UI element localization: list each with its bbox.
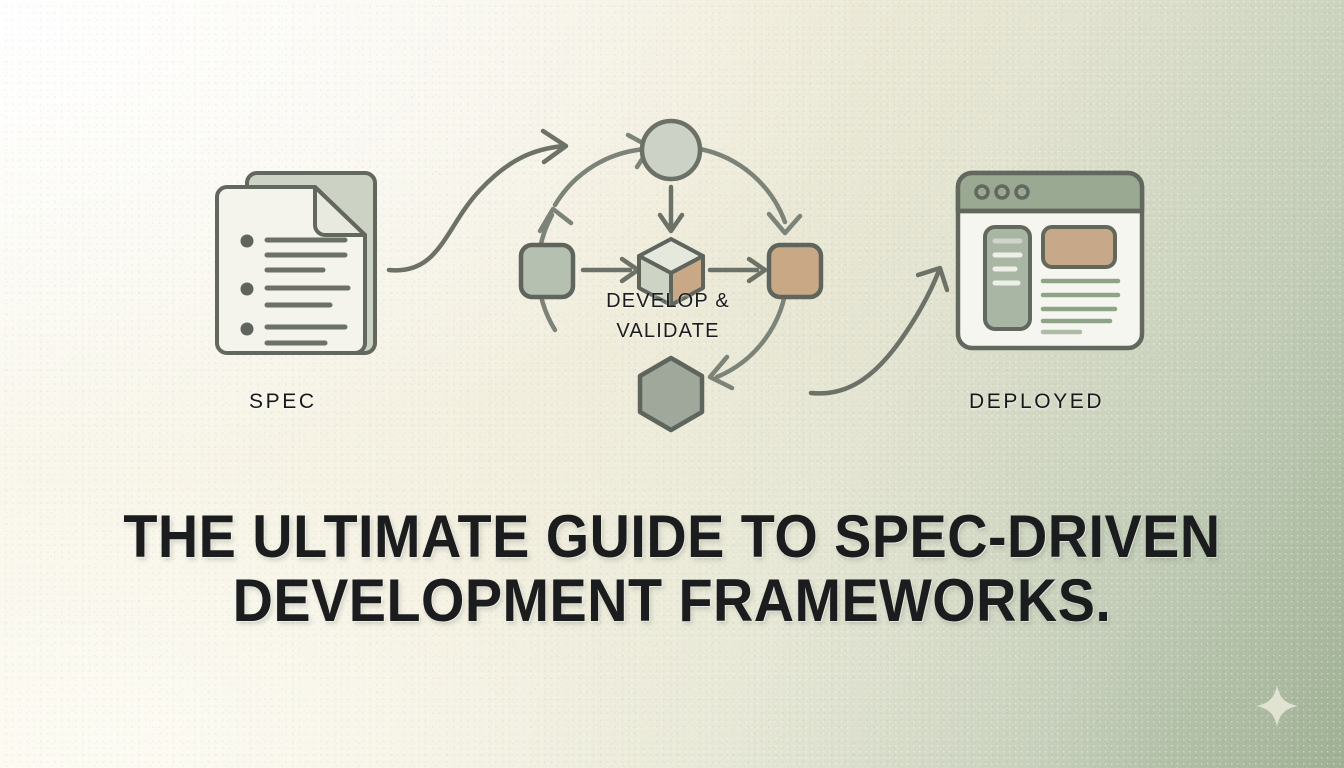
document-stack-icon [215, 171, 377, 355]
browser-dots [974, 184, 1030, 200]
sparkle-icon [1256, 685, 1298, 727]
browser-content-lines [1040, 278, 1121, 335]
curved-arrow-right-icon [386, 128, 569, 273]
browser-window-icon [955, 170, 1145, 351]
browser-titlebar [955, 170, 1145, 214]
title-line-1: THE ULTIMATE GUIDE TO SPEC-DRIVEN [123, 503, 1221, 570]
cycle-label-line1: DEVELOP & [606, 290, 730, 312]
poster-title: THE ULTIMATE GUIDE TO SPEC-DRIVEN DEVELO… [0, 505, 1344, 633]
ring-arrowhead-bottom [707, 354, 735, 391]
isometric-cube-icon [637, 237, 705, 307]
develop-validate-label: DEVELOP & VALIDATE [548, 286, 788, 346]
cycle-node-hexagon [637, 355, 705, 433]
cycle-node-circle [639, 118, 703, 182]
ring-arrowhead-left [537, 206, 574, 234]
browser-hero-block [1041, 225, 1117, 269]
deployed-label: DEPLOYED [969, 390, 1105, 413]
cycle-label-line2: VALIDATE [616, 320, 720, 342]
spec-label: SPEC [249, 390, 317, 413]
inner-arrow-right-head [746, 256, 768, 284]
title-line-2: DEVELOPMENT FRAMEWORKS. [232, 567, 1112, 634]
cycle-node-square-left [518, 242, 576, 300]
cycle-node-square-right [766, 242, 824, 300]
develop-validate-cycle [518, 118, 824, 433]
curved-arrow-right-icon-2 [808, 265, 950, 396]
ring-arrowhead-right [766, 211, 803, 236]
inner-arrow-down-head [657, 212, 685, 234]
